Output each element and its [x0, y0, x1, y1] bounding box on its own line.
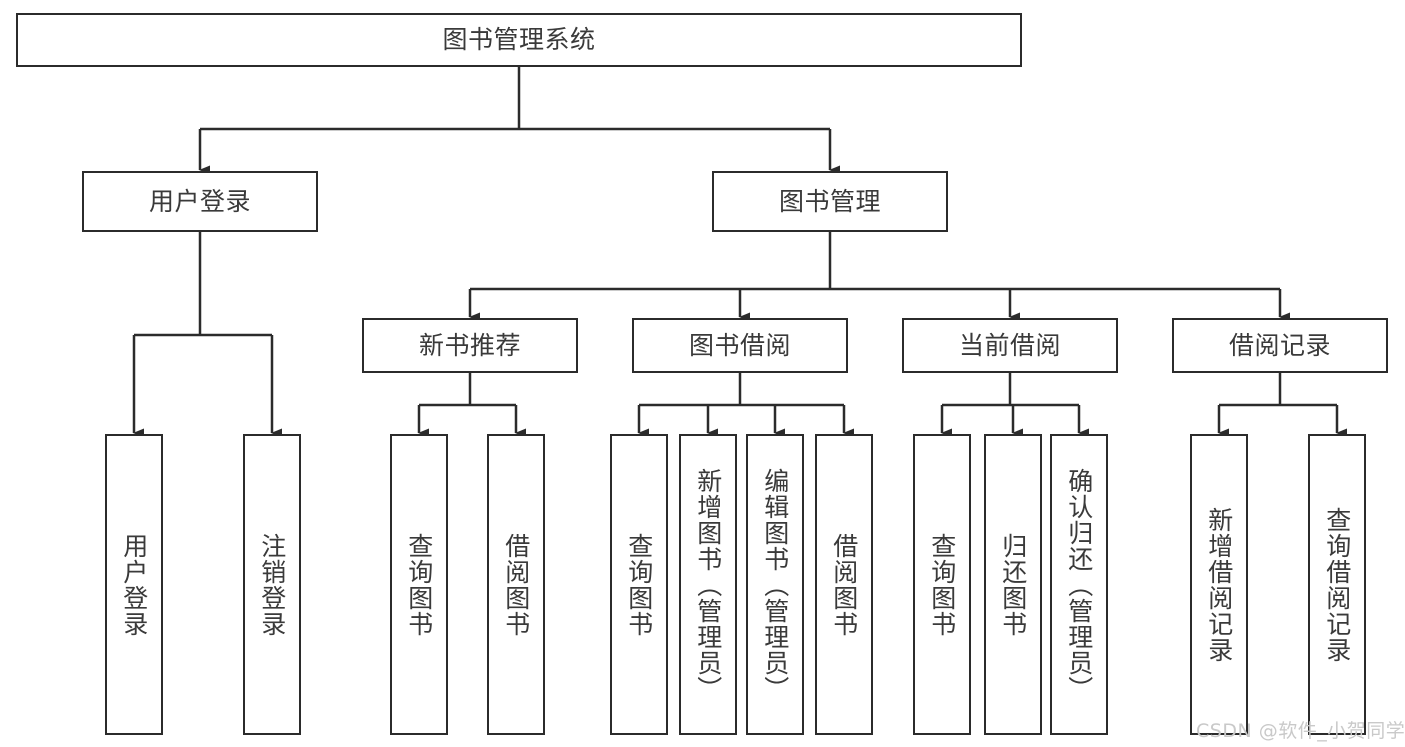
- node-label: 查询图书: [927, 532, 957, 637]
- node-current-borrow[interactable]: 当前借阅: [902, 318, 1118, 373]
- node-label: 查询图书: [624, 532, 654, 637]
- node-user-login[interactable]: 用户登录: [82, 171, 318, 232]
- node-label: 图书管理系统: [442, 25, 596, 55]
- leaf-query-book-borrow[interactable]: 查询图书: [610, 434, 668, 735]
- node-label: 查询借阅记录: [1322, 506, 1352, 663]
- node-label: 查询图书: [404, 532, 434, 637]
- node-label: 借阅图书: [829, 532, 859, 637]
- leaf-query-book-current[interactable]: 查询图书: [913, 434, 971, 735]
- node-label: 确认归还（管理员）: [1064, 467, 1094, 702]
- node-label: 当前借阅: [958, 330, 1061, 360]
- node-label: 新增图书（管理员）: [693, 467, 723, 702]
- leaf-borrow-book-recommend[interactable]: 借阅图书: [487, 434, 545, 735]
- node-label: 新增借阅记录: [1204, 506, 1234, 663]
- node-label: 借阅图书: [501, 532, 531, 637]
- node-borrow-records[interactable]: 借阅记录: [1172, 318, 1388, 373]
- leaf-borrow-book[interactable]: 借阅图书: [815, 434, 873, 735]
- node-new-book-recommend[interactable]: 新书推荐: [362, 318, 578, 373]
- node-book-management[interactable]: 图书管理: [712, 171, 948, 232]
- leaf-add-borrow-record[interactable]: 新增借阅记录: [1190, 434, 1248, 735]
- csdn-watermark: CSDN @软件_小贺同学: [1196, 720, 1405, 742]
- leaf-add-book-admin[interactable]: 新增图书（管理员）: [679, 434, 737, 735]
- leaf-edit-book-admin[interactable]: 编辑图书（管理员）: [746, 434, 804, 735]
- node-label: 图书管理: [778, 186, 881, 216]
- leaf-return-book[interactable]: 归还图书: [984, 434, 1042, 735]
- node-label: 图书借阅: [688, 330, 791, 360]
- leaf-confirm-return-admin[interactable]: 确认归还（管理员）: [1050, 434, 1108, 735]
- leaf-user-login[interactable]: 用户登录: [105, 434, 163, 735]
- leaf-logout[interactable]: 注销登录: [243, 434, 301, 735]
- node-label: 借阅记录: [1228, 330, 1331, 360]
- leaf-query-borrow-record[interactable]: 查询借阅记录: [1308, 434, 1366, 735]
- node-label: 归还图书: [998, 532, 1028, 637]
- node-label: 用户登录: [119, 532, 149, 637]
- node-label: 新书推荐: [418, 330, 521, 360]
- node-book-borrow[interactable]: 图书借阅: [632, 318, 848, 373]
- node-label: 用户登录: [148, 186, 251, 216]
- node-root[interactable]: 图书管理系统: [16, 13, 1022, 67]
- node-label: 注销登录: [257, 532, 287, 637]
- leaf-query-book-recommend[interactable]: 查询图书: [390, 434, 448, 735]
- node-label: 编辑图书（管理员）: [760, 467, 790, 702]
